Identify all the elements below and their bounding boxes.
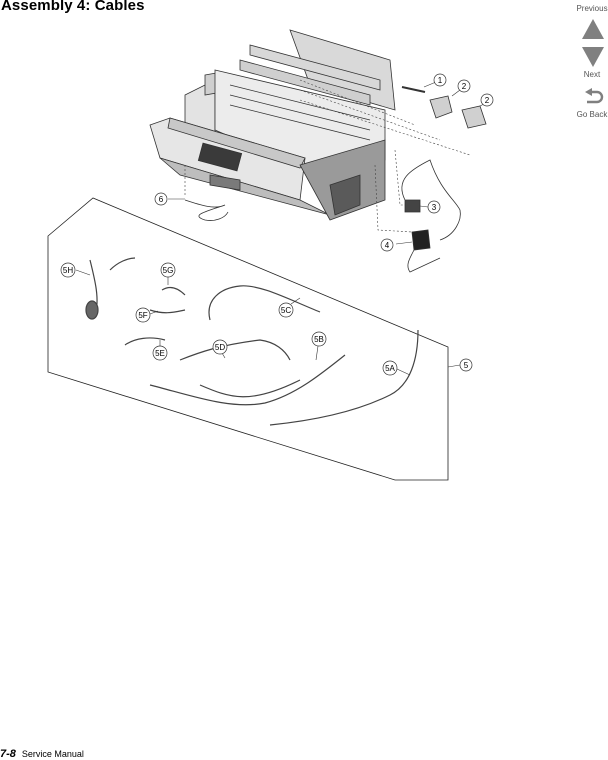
callout-5: 5 (447, 358, 473, 372)
callout-5c: 5C (278, 297, 301, 318)
go-back-button[interactable] (583, 88, 605, 108)
svg-text:5: 5 (464, 361, 469, 370)
svg-text:6: 6 (159, 195, 164, 204)
svg-text:1: 1 (438, 76, 443, 85)
svg-text:2: 2 (462, 82, 467, 91)
svg-text:2: 2 (485, 96, 490, 105)
svg-text:5H: 5H (63, 266, 73, 275)
callout-3: 3 (419, 200, 441, 214)
previous-label: Previous (576, 4, 608, 13)
callout-5e: 5E (152, 340, 168, 361)
next-button[interactable] (581, 46, 605, 68)
triangle-up-icon (582, 19, 604, 39)
page-title: Assembly 4: Cables (1, 0, 145, 14)
callout-5d: 5D (212, 339, 228, 359)
callout-2a: 2 (451, 79, 471, 97)
triangle-down-icon (582, 47, 604, 67)
printer-illustration (149, 29, 396, 221)
callout-5f: 5F (135, 307, 159, 323)
svg-text:5G: 5G (163, 266, 174, 275)
svg-text:5B: 5B (314, 335, 324, 344)
svg-text:5C: 5C (281, 306, 291, 315)
callout-5g: 5G (160, 262, 176, 285)
svg-text:5F: 5F (138, 311, 147, 320)
svg-text:4: 4 (385, 241, 390, 250)
parts-small (184, 86, 487, 273)
next-label: Next (583, 70, 601, 79)
svg-text:5D: 5D (215, 343, 225, 352)
cable-box (47, 197, 449, 481)
callout-6: 6 (154, 192, 185, 206)
svg-text:5E: 5E (155, 349, 165, 358)
callout-2b: 2 (479, 93, 494, 107)
callout-5a: 5A (382, 360, 411, 376)
cables (85, 257, 419, 426)
leader-lines (184, 79, 471, 233)
callout-4: 4 (380, 238, 413, 252)
callout-1: 1 (423, 73, 447, 88)
page-number: 7-8 (0, 748, 16, 760)
svg-text:3: 3 (432, 203, 437, 212)
callout-5h: 5H (60, 262, 91, 278)
callouts: 1 2 2 3 4 5 6 5H 5G 5F 5C 5E 5D 5B 5A (60, 73, 494, 376)
callout-5b: 5B (311, 331, 327, 361)
svg-text:5A: 5A (385, 364, 395, 373)
footer-label: Service Manual (21, 749, 84, 759)
undo-arrow-icon (585, 88, 604, 104)
go-back-label: Go Back (576, 110, 608, 119)
page-footer: 7-8 Service Manual (0, 748, 84, 760)
previous-button[interactable] (581, 18, 605, 40)
